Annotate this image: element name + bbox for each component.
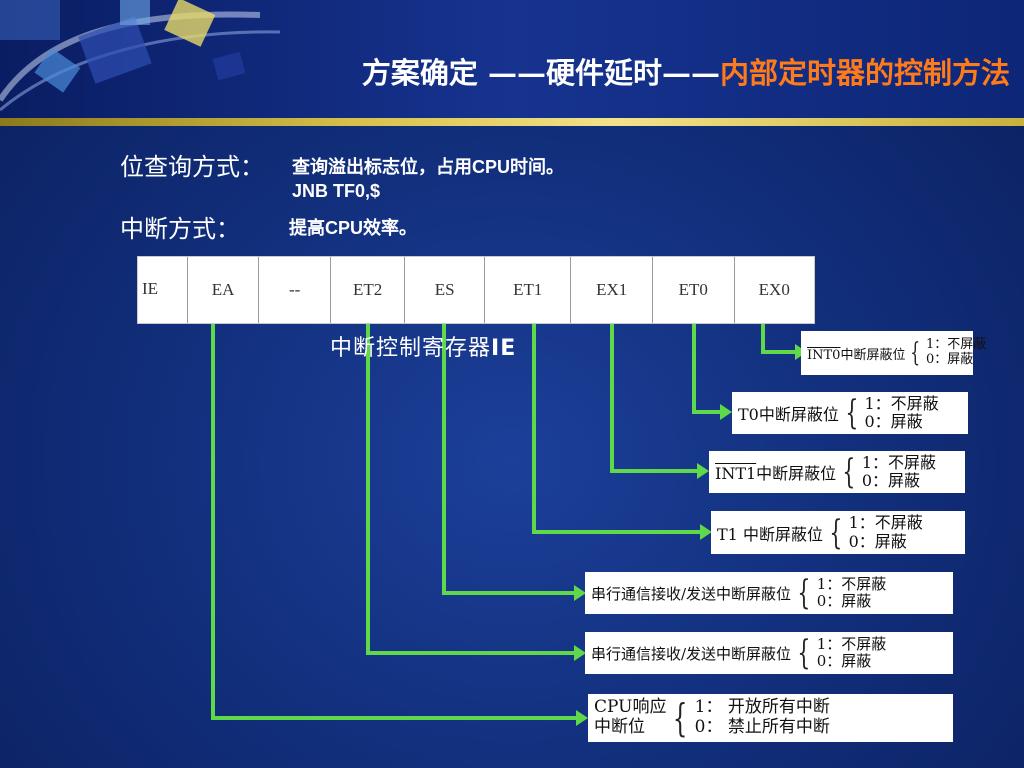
bit-cell-ea: EA <box>186 257 259 323</box>
es-description-box: 串行通信接收/发送中断屏蔽位 { 1：不屏蔽 0：屏蔽 <box>585 572 953 614</box>
et2-description-box: 串行通信接收/发送中断屏蔽位 { 1：不屏蔽 0：屏蔽 <box>585 632 953 674</box>
header-gold-bar <box>0 118 1024 126</box>
bit-cell-et1: ET1 <box>483 257 570 323</box>
bit-cell-ex1: EX1 <box>570 257 652 323</box>
brace-icon: { <box>845 393 859 433</box>
es-option-0: 0：屏蔽 <box>816 592 872 610</box>
es-label: 串行通信接收/发送中断屏蔽位 <box>591 584 792 603</box>
register-caption: 中断控制寄存器IE <box>330 330 516 362</box>
int1-label: INT1 <box>715 464 757 483</box>
ex0-label: 中断屏蔽位 <box>840 347 906 363</box>
et1-option-0: 0：屏蔽 <box>848 531 907 551</box>
register-name-cell: IE <box>142 279 159 298</box>
brace-icon: { <box>842 452 856 492</box>
ea-description-box: CPU响应 中断位 { 1： 开放所有中断 0： 禁止所有中断 <box>588 694 953 742</box>
et2-label: 串行通信接收/发送中断屏蔽位 <box>591 644 792 663</box>
interrupt-method-label: 中断方式： <box>120 215 240 243</box>
title-prefix: 方案确定 ——硬件延时—— <box>361 56 720 90</box>
register-caption-name: IE <box>491 336 517 361</box>
bit-cell-et2: ET2 <box>329 257 405 323</box>
polling-code: JNB TF0,$ <box>292 181 381 201</box>
ex1-label: 中断屏蔽位 <box>756 464 837 483</box>
title-highlight: 内部定时器的控制方法 <box>719 56 1010 90</box>
et2-option-0: 0：屏蔽 <box>816 652 872 670</box>
register-caption-text: 中断控制寄存器 <box>330 336 492 361</box>
et0-description-box: T0中断屏蔽位 { 1：不屏蔽 0：屏蔽 <box>732 392 968 434</box>
ex0-option-1: 1：不屏蔽 <box>926 337 987 353</box>
ex1-option-0: 0：屏蔽 <box>861 471 921 490</box>
header-decoration <box>0 0 281 112</box>
et2-option-1: 1：不屏蔽 <box>816 634 887 653</box>
ea-label-line2: 中断位 <box>594 717 645 737</box>
int0-label: INT0 <box>807 347 841 363</box>
ea-label-line1: CPU响应 <box>594 697 667 718</box>
ea-option-1: 1： 开放所有中断 <box>694 697 830 718</box>
et0-option-0: 0：屏蔽 <box>864 412 923 431</box>
brace-icon: { <box>910 338 921 368</box>
bit-cell-ex0: EX0 <box>733 257 815 323</box>
bit-cell-et0: ET0 <box>651 257 734 323</box>
ea-option-0: 0： 禁止所有中断 <box>694 717 830 737</box>
ex0-description-box: INT0中断屏蔽位 { 1：不屏蔽 0：屏蔽 <box>801 331 986 375</box>
polling-method-label: 位查询方式： <box>120 153 264 181</box>
brace-icon: { <box>797 573 811 613</box>
ex1-description-box: INT1中断屏蔽位 { 1：不屏蔽 0：屏蔽 <box>709 451 965 493</box>
ex0-option-0: 0：屏蔽 <box>926 352 974 367</box>
interrupt-method-desc: 提高CPU效率。 <box>289 218 418 238</box>
et1-label: T1 中断屏蔽位 <box>717 524 823 544</box>
et1-description-box: T1 中断屏蔽位 { 1：不屏蔽 0：屏蔽 <box>711 511 965 554</box>
et1-option-1: 1：不屏蔽 <box>848 513 923 533</box>
ie-register-table: IE EA -- ET2 ES ET1 EX1 ET0 EX0 <box>137 256 815 324</box>
bit-cell-reserved: -- <box>258 257 330 323</box>
polling-method-desc: 查询溢出标志位，占用CPU时间。 <box>292 157 565 177</box>
bit-cell-es: ES <box>404 257 484 323</box>
ex1-option-1: 1：不屏蔽 <box>861 452 937 472</box>
es-option-1: 1：不屏蔽 <box>816 574 887 593</box>
header-banner: 方案确定 ——硬件延时——内部定时器的控制方法 <box>0 0 1024 120</box>
et0-option-1: 1：不屏蔽 <box>864 393 939 413</box>
brace-icon: { <box>829 512 843 553</box>
et0-label: T0中断屏蔽位 <box>738 405 839 424</box>
brace-icon: { <box>797 633 811 673</box>
brace-icon: { <box>673 696 688 740</box>
page-title: 方案确定 ——硬件延时——内部定时器的控制方法 <box>362 50 1010 92</box>
